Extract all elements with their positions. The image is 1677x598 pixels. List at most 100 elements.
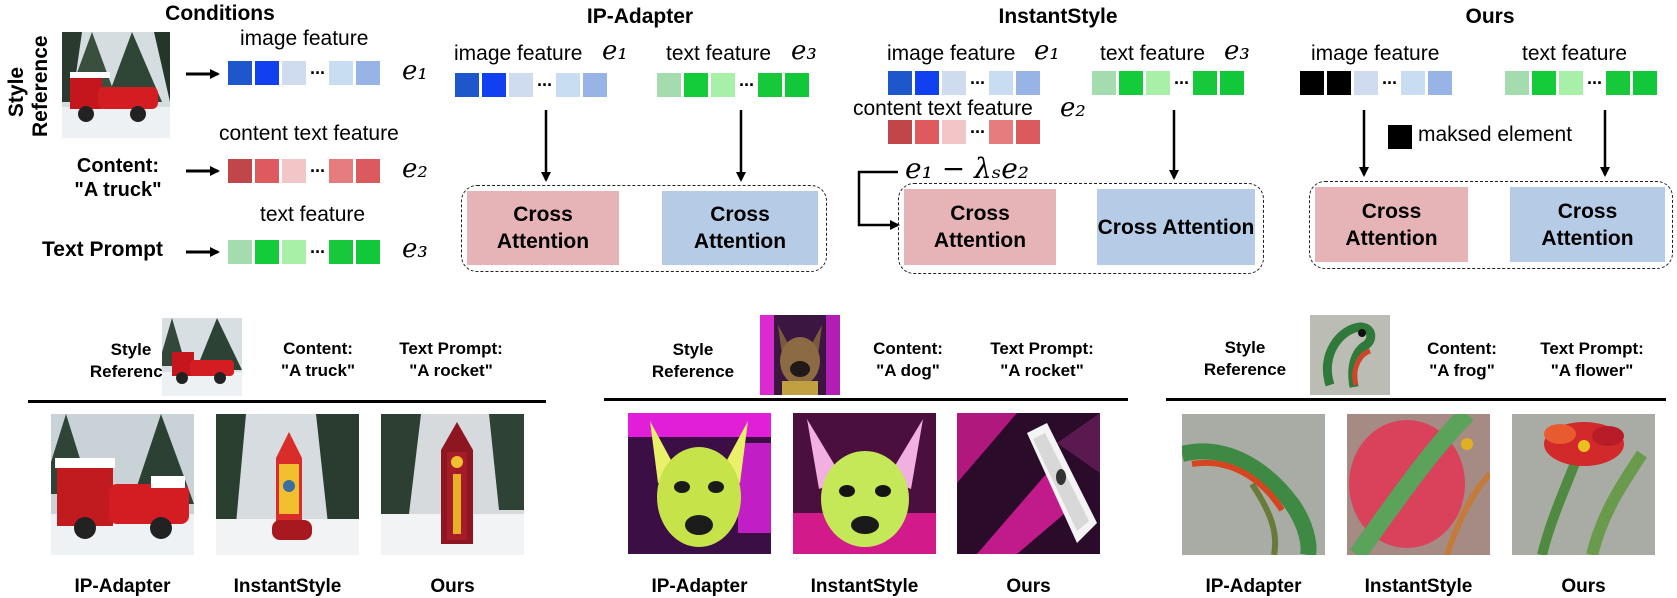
token: [1400, 71, 1425, 95]
token: [1119, 71, 1143, 95]
ours-text-feature-label: text feature: [1522, 42, 1628, 65]
token: [228, 159, 252, 183]
token: [328, 159, 353, 183]
image-feature-tokens: ···: [228, 61, 380, 85]
token: [1632, 71, 1657, 95]
ours-image-feature-label: image feature: [1311, 42, 1440, 65]
example2-method-ours: Ours: [1006, 576, 1051, 597]
example3-method-ours: Ours: [1561, 576, 1606, 597]
token: [355, 240, 380, 264]
ipadapter-cross-attention-text: Cross Attention: [662, 191, 818, 265]
ipadapter-cross-attention-image: Cross Attention: [467, 191, 619, 265]
example2-divider: [604, 398, 1128, 401]
example1-prompt: Text Prompt: "A rocket": [383, 338, 519, 382]
token: [482, 73, 506, 97]
instantstyle-text-feature-label: text feature: [1100, 42, 1206, 65]
instantstyle-cross-attention-text: Cross Attention: [1097, 189, 1255, 265]
token: [1354, 71, 1378, 95]
token: [684, 73, 708, 97]
arrow-is-subtract: [857, 170, 900, 230]
token: [355, 159, 380, 183]
token: [282, 240, 306, 264]
token: [915, 120, 939, 144]
content-label-line1: Content:: [76, 155, 160, 177]
example1-divider: [28, 400, 546, 403]
example3-style-label: Style Reference: [1203, 338, 1287, 379]
token-masked: [1327, 71, 1351, 95]
example2-prompt: Text Prompt: "A rocket": [974, 338, 1110, 382]
example2-instantstyle-image: [793, 413, 936, 554]
style-reference-image: [62, 32, 170, 138]
instantstyle-text-tokens: ···: [1092, 71, 1244, 95]
instantstyle-title: InstantStyle: [998, 5, 1118, 28]
token-ellipsis: ···: [1174, 73, 1190, 93]
conditions-title: Conditions: [165, 2, 275, 25]
e1-symbol: e₁: [402, 56, 428, 86]
token: [657, 73, 681, 97]
token-ellipsis: ···: [970, 122, 986, 142]
token: [757, 73, 782, 97]
token-ellipsis: ···: [1382, 73, 1398, 93]
ipadapter-attention-group: [461, 185, 827, 272]
ours-text-tokens: ···: [1505, 71, 1657, 95]
ipadapter-image-tokens: ···: [455, 73, 607, 97]
token: [988, 71, 1013, 95]
example2-content-label: Content:: [873, 339, 943, 358]
example1-content-value: "A truck": [280, 361, 356, 380]
content-label-line2: "A truck": [74, 179, 162, 201]
example1-ipadapter-image: [51, 414, 194, 555]
instantstyle-content-text-feature-label: content text feature: [853, 97, 1033, 120]
token: [455, 73, 479, 97]
token-ellipsis: ···: [739, 75, 755, 95]
example3-ipadapter-image: [1182, 414, 1325, 555]
content-text-feature-label: content text feature: [219, 122, 399, 145]
text-prompt-label: Text Prompt: [42, 238, 163, 261]
ipadapter-e1: e₁: [602, 36, 628, 66]
image-feature-label: image feature: [240, 27, 369, 50]
example2-style-image: [760, 315, 840, 395]
instantstyle-image-tokens: ···: [888, 71, 1040, 95]
text-feature-label: text feature: [260, 203, 366, 226]
token: [888, 71, 912, 95]
ours-cross-attention-text: Cross Attention: [1510, 187, 1665, 262]
example1-prompt-label: Text Prompt:: [399, 339, 503, 358]
content-label: Content: "A truck": [56, 154, 180, 202]
example3-method-ipadapter: IP-Adapter: [1205, 576, 1302, 597]
example1-ours-image: [381, 414, 524, 555]
token-ellipsis: ···: [310, 63, 326, 83]
token: [582, 73, 607, 97]
example3-method-instantstyle: InstantStyle: [1364, 576, 1473, 597]
example2-prompt-label: Text Prompt:: [990, 339, 1094, 358]
example2-style-label: Style Reference: [651, 340, 735, 381]
masked-element-legend-label: maksed element: [1418, 123, 1573, 146]
token: [228, 61, 252, 85]
ours-cross-attention-image: Cross Attention: [1315, 187, 1468, 262]
instantstyle-cross-attention-image: Cross Attention: [904, 189, 1056, 265]
token: [1427, 71, 1452, 95]
instantstyle-e1: e₁: [1034, 36, 1060, 66]
e2-symbol: e₂: [402, 154, 428, 184]
masked-element-legend-swatch: [1388, 125, 1412, 149]
token: [255, 159, 279, 183]
token: [1559, 71, 1583, 95]
example1-style-image: [162, 318, 242, 396]
example3-style-image: [1310, 315, 1390, 395]
token-ellipsis: ···: [1587, 73, 1603, 93]
token: [942, 120, 966, 144]
token: [355, 61, 380, 85]
token: [228, 240, 252, 264]
token: [1532, 71, 1556, 95]
token: [1605, 71, 1630, 95]
token: [1192, 71, 1217, 95]
example1-method-ours: Ours: [430, 576, 475, 597]
token: [328, 240, 353, 264]
example1-method-instantstyle: InstantStyle: [233, 576, 342, 597]
token-ellipsis: ···: [970, 73, 986, 93]
example1-content-label: Content:: [283, 339, 353, 358]
token: [988, 120, 1013, 144]
example3-content-value: "A frog": [1429, 361, 1495, 380]
ipadapter-title: IP-Adapter: [586, 5, 694, 28]
example3-divider: [1166, 398, 1666, 401]
token: [328, 61, 353, 85]
